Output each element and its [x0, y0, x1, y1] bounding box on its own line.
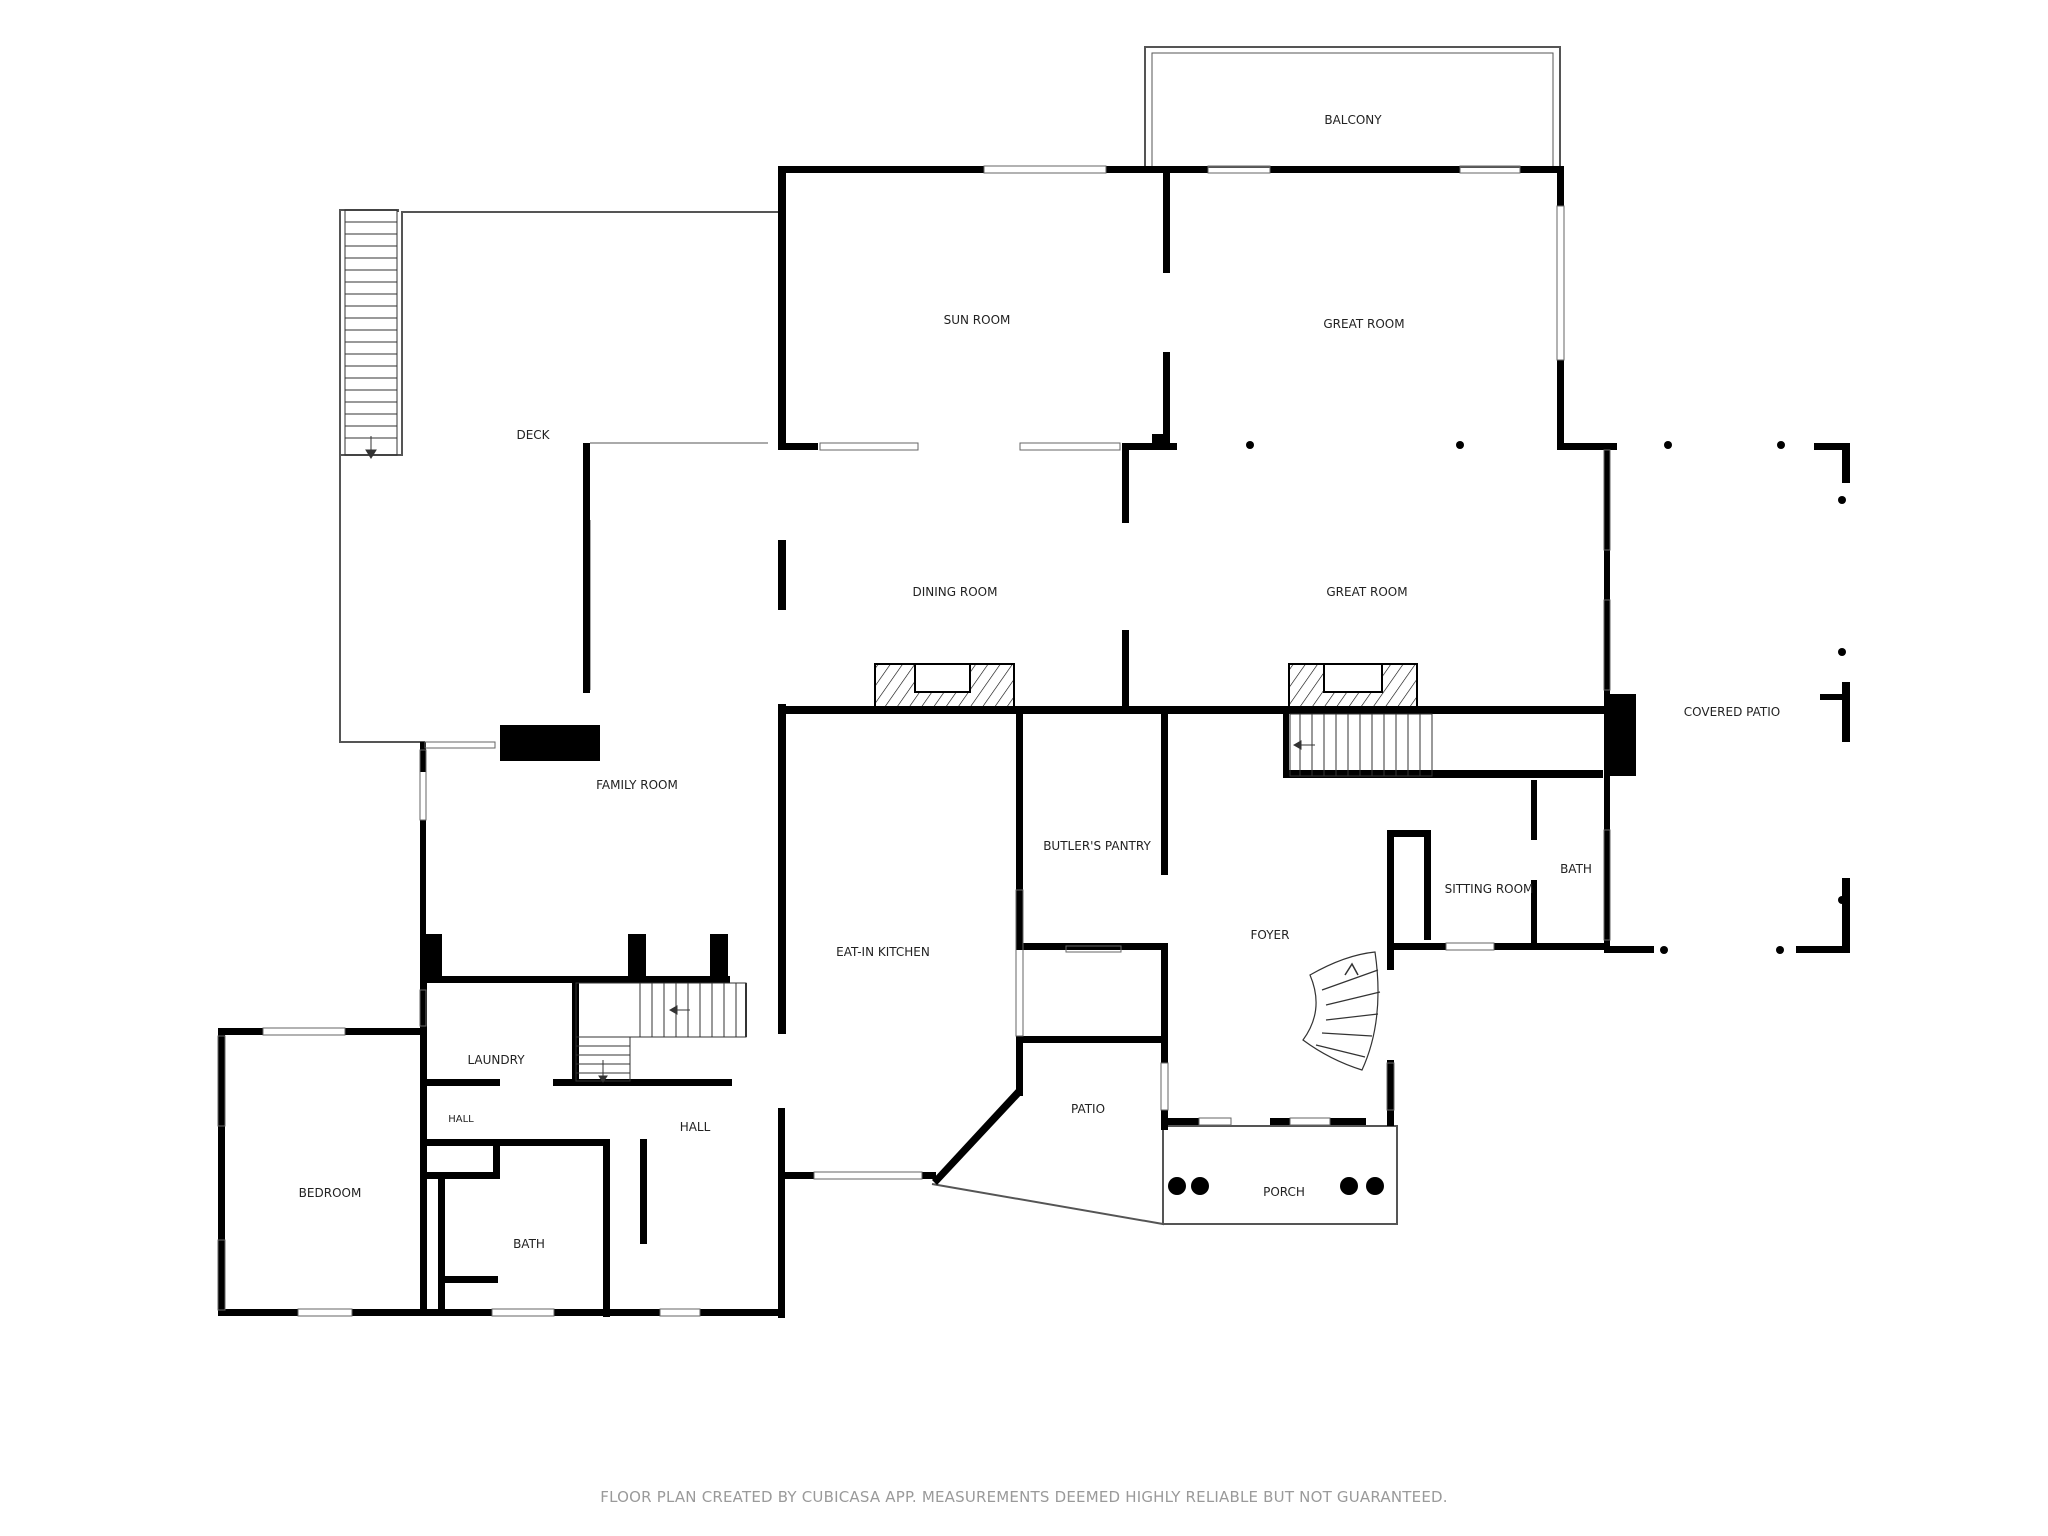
room-labels: BALCONY SUN ROOM GREAT ROOM DECK DINING … [299, 113, 1781, 1251]
deck-stairs [344, 209, 398, 459]
label-bath-right: BATH [1560, 862, 1592, 876]
label-patio: PATIO [1071, 1102, 1105, 1116]
label-deck: DECK [516, 428, 550, 442]
label-hall-small: HALL [448, 1114, 474, 1125]
interior-stairs [575, 713, 1433, 1083]
label-laundry: LAUNDRY [467, 1053, 525, 1067]
label-great-room-upper: GREAT ROOM [1323, 317, 1404, 331]
label-covered-patio: COVERED PATIO [1684, 705, 1780, 719]
label-eat-in-kitchen: EAT-IN KITCHEN [836, 945, 930, 959]
label-family-room: FAMILY ROOM [596, 778, 678, 792]
label-balcony: BALCONY [1324, 113, 1382, 127]
label-bedroom: BEDROOM [299, 1186, 362, 1200]
patio-outline [931, 1126, 1164, 1226]
footer-disclaimer: FLOOR PLAN CREATED BY CUBICASA APP. MEAS… [600, 1488, 1448, 1506]
label-porch: PORCH [1263, 1185, 1305, 1199]
label-butlers-pantry: BUTLER'S PANTRY [1043, 839, 1151, 853]
label-sun-room: SUN ROOM [944, 313, 1011, 327]
curved-stair [1302, 951, 1381, 1071]
balcony-inner-outline [1151, 52, 1554, 168]
label-dining-room: DINING ROOM [913, 585, 998, 599]
label-great-room-lower: GREAT ROOM [1326, 585, 1407, 599]
windows [217, 165, 1611, 1317]
label-foyer: FOYER [1251, 928, 1290, 942]
walls [218, 166, 1850, 1318]
deck-outline [339, 209, 780, 456]
balcony-outline [1144, 46, 1561, 168]
label-sitting-room: SITTING ROOM [1445, 882, 1534, 896]
deck-outline-lower [339, 455, 425, 743]
label-hall: HALL [680, 1120, 711, 1134]
thin-outlines [339, 46, 1561, 1226]
label-bath-left: BATH [513, 1237, 545, 1251]
porch-outline [1162, 1125, 1398, 1225]
